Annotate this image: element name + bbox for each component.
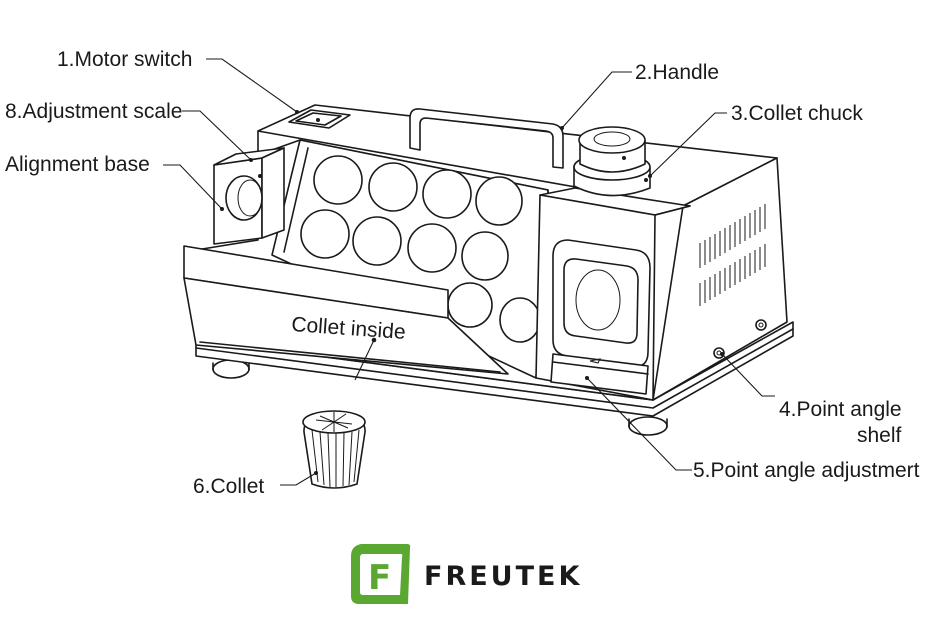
- label-handle: 2.Handle: [635, 61, 719, 84]
- collet-chuck: [573, 126, 651, 197]
- brand-logo-letter: F: [368, 558, 391, 598]
- label-motor-switch: 1.Motor switch: [57, 48, 192, 71]
- label-point-angle-shelf-1: 4.Point angle: [779, 398, 902, 421]
- label-point-angle-adjustment: 5.Point angle adjustmert: [693, 459, 920, 482]
- brand-name: FREUTEK: [424, 561, 582, 592]
- label-collet: 6.Collet: [193, 475, 264, 498]
- label-adjustment-scale: 8.Adjustment scale: [5, 100, 182, 123]
- carry-handle: [409, 108, 564, 169]
- collet-tray: [183, 245, 509, 375]
- label-alignment-base: Alignment base: [5, 153, 150, 176]
- collet-storage-holes: [300, 155, 541, 343]
- brand-logo: F FREUTEK: [351, 544, 582, 604]
- part-labels: 1.Motor switch 8.Adjustment scale Alignm…: [5, 48, 920, 498]
- collet-part: [302, 410, 366, 489]
- alignment-base-block: [213, 147, 285, 245]
- point-angle-slider: [550, 353, 649, 395]
- grinder-machine: [183, 104, 794, 436]
- leader-lines: [163, 58, 775, 486]
- grinding-unit: [535, 187, 691, 401]
- label-point-angle-shelf-2: shelf: [857, 424, 902, 447]
- motor-switch: [288, 109, 351, 129]
- vent-slots: [699, 204, 766, 306]
- label-collet-chuck: 3.Collet chuck: [731, 102, 863, 125]
